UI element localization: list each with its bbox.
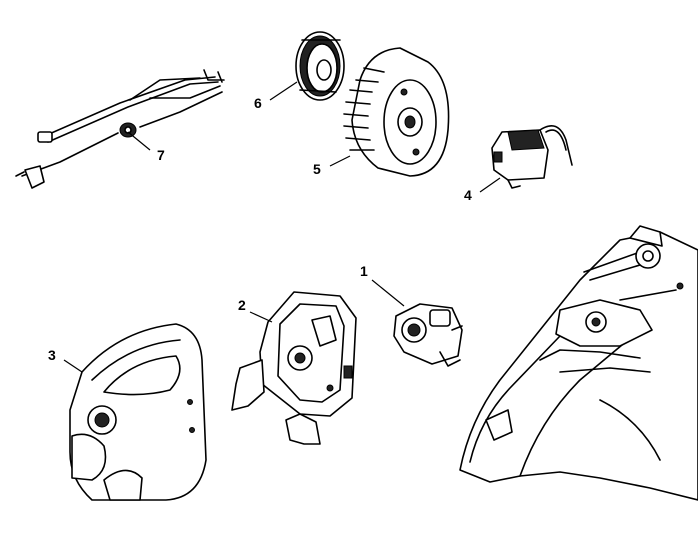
callout-2: 2 [238, 297, 246, 313]
carburetor-drawing [393, 303, 463, 367]
pawl-carrier-drawing [295, 31, 345, 101]
callout-4: 4 [464, 187, 472, 203]
callout-6: 6 [254, 95, 262, 111]
wiring-harness-drawing [15, 69, 225, 189]
callout-7: 7 [157, 147, 165, 163]
flywheel-drawing [343, 47, 450, 177]
callout-1: 1 [360, 263, 368, 279]
crankcase-drawing [459, 225, 698, 501]
shroud-drawing [69, 323, 207, 501]
callout-5: 5 [313, 161, 321, 177]
carburetor-box-drawing [231, 291, 357, 445]
ignition-module-drawing [491, 124, 573, 189]
callout-3: 3 [48, 347, 56, 363]
